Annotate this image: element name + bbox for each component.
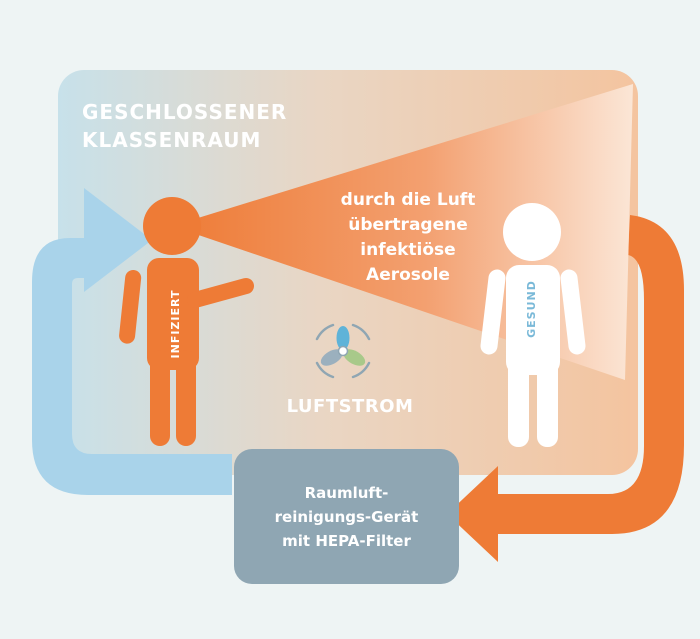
infected-label: INFIZIERT [169, 289, 182, 359]
room-title-line-2: KLASSENRAUM [82, 128, 262, 152]
purifier-label-line-2: reinigungs-Gerät [274, 507, 419, 526]
healthy-label: GESUND [525, 280, 538, 338]
clean-air-flow-arrow [32, 188, 232, 495]
purifier-label-line-3: mit HEPA-Filter [282, 531, 411, 550]
room-title: GESCHLOSSENER KLASSENRAUM [82, 98, 342, 154]
aerosol-label: durch die Luft übertragene infektiöse Ae… [316, 188, 500, 288]
airflow-label: LUFTSTROM [286, 396, 414, 417]
aerosol-label-line-4: Aerosole [366, 265, 450, 285]
aerosol-label-line-1: durch die Luft [340, 190, 476, 210]
infected-person [119, 197, 254, 446]
room-title-line-1: GESCHLOSSENER [82, 100, 288, 124]
air-purifier-box: Raumluft- reinigungs-Gerät mit HEPA-Filt… [234, 449, 459, 584]
fan-icon [315, 323, 371, 379]
contaminated-air-flow-arrow [447, 215, 684, 562]
aerosol-label-line-2: übertragene [348, 215, 468, 235]
healthy-person [480, 203, 586, 447]
purifier-label-line-1: Raumluft- [304, 483, 389, 502]
aerosol-label-line-3: infektiöse [360, 240, 456, 260]
